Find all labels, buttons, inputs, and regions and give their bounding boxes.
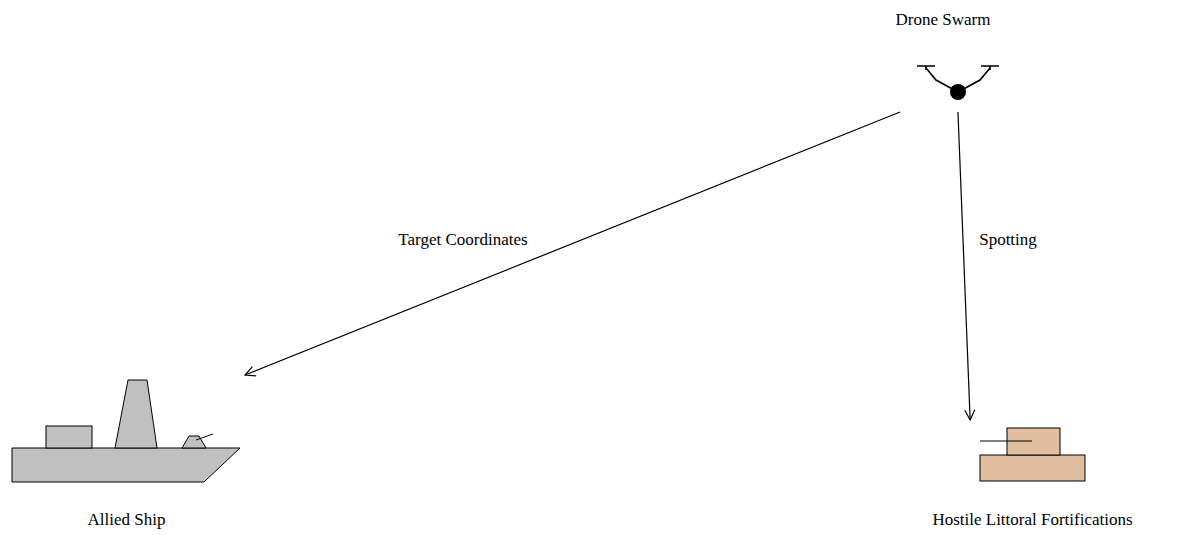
drone-node: Drone Swarm: [878, 8, 1008, 112]
fortification-node: Hostile Littoral Fortifications: [925, 420, 1140, 532]
node-label: Hostile Littoral Fortifications: [932, 510, 1132, 530]
connector-label: Target Coordinates: [395, 230, 530, 250]
node-label: Allied Ship: [88, 510, 166, 530]
connector-arrow: [958, 112, 970, 420]
node-label: Drone Swarm: [896, 10, 991, 30]
ship-node: Allied Ship: [8, 375, 245, 532]
fortification-illustration: [980, 428, 1085, 481]
connector-arrow: [245, 112, 900, 375]
drone-illustration: [917, 66, 999, 100]
connector-label: Spotting: [976, 230, 1040, 250]
ship-illustration: [12, 380, 240, 482]
